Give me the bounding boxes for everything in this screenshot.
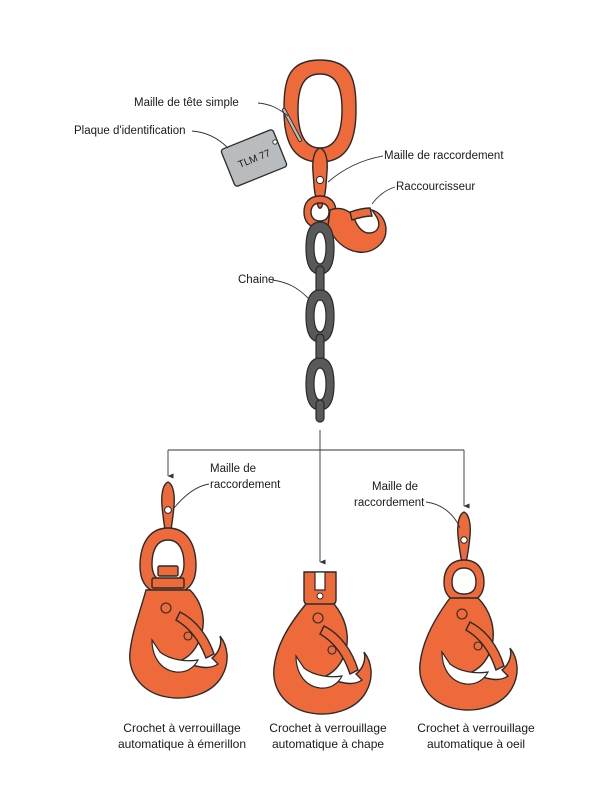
label-shortener: Raccourcisseur xyxy=(396,181,475,193)
caption-clevis-line1: Crochet à verrouillage xyxy=(269,721,387,735)
caption-swivel-line1: Crochet à verrouillage xyxy=(123,721,241,735)
shortener-hook xyxy=(327,207,387,253)
clevis-hook xyxy=(273,571,372,715)
tag-plate xyxy=(220,129,288,187)
caption-swivel-line2: automatique à émerillon xyxy=(118,737,246,751)
chain-link-6 xyxy=(315,399,325,423)
chain xyxy=(305,221,335,423)
connecting-link-top xyxy=(303,147,337,229)
label-connecting-link-left-1: Maille de xyxy=(210,463,256,475)
caption-eye-line1: Crochet à verrouillage xyxy=(417,721,535,735)
label-id-tag: Plaque d'identification xyxy=(74,125,186,137)
label-connecting-link-left-2: raccordement xyxy=(210,479,281,491)
swivel-hook xyxy=(129,481,228,699)
caption-clevis-line2: automatique à chape xyxy=(272,737,384,751)
caption-eye-line2: automatique à oeil xyxy=(427,737,525,751)
connector-lines xyxy=(167,430,470,565)
master-link xyxy=(283,59,357,163)
label-chain: Chaine xyxy=(238,274,274,286)
label-connecting-link-top: Maille de raccordement xyxy=(384,150,504,162)
label-connecting-link-right-1: Maille de xyxy=(372,481,418,493)
label-master-link: Maille de tête simple xyxy=(134,97,239,109)
eye-hook xyxy=(419,511,518,711)
identification-tag: TLM 77 xyxy=(220,108,302,187)
label-connecting-link-right-2: raccordement xyxy=(354,497,425,509)
